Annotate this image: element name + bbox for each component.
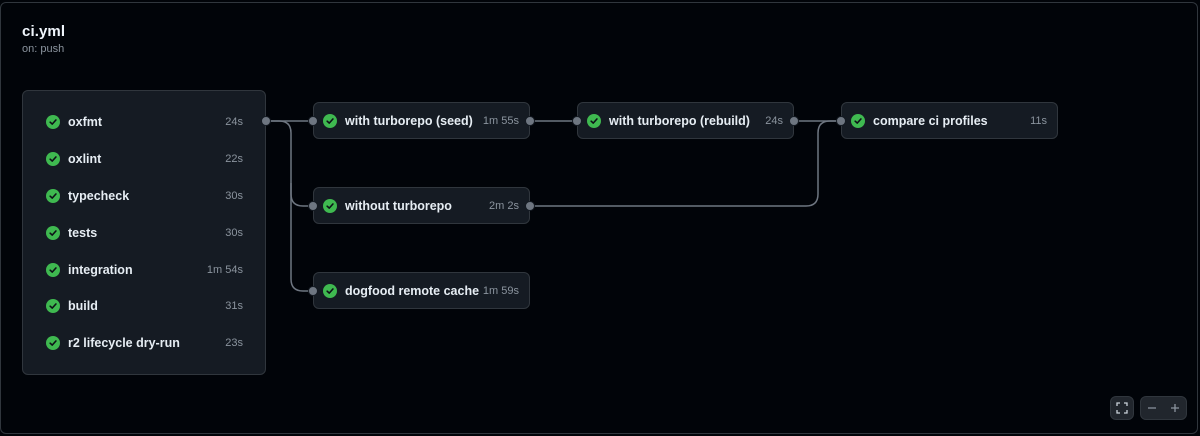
without-output-port	[525, 201, 535, 211]
job-name: tests	[68, 226, 98, 240]
job-compare-ci-profiles[interactable]: compare ci profiles 11s	[841, 102, 1058, 139]
zoom-in-button[interactable]	[1164, 397, 1187, 419]
job-r2-lifecycle-dry-run[interactable]: r2 lifecycle dry-run 23s	[23, 328, 265, 358]
rebuild-input-port	[572, 116, 582, 126]
job-duration: 22s	[225, 153, 243, 165]
group-output-port	[261, 116, 271, 126]
job-build[interactable]: build 31s	[23, 291, 265, 321]
job-duration: 30s	[225, 227, 243, 239]
check-circle-icon	[323, 113, 337, 128]
zoom-controls	[1140, 396, 1187, 420]
job-name: oxlint	[68, 152, 102, 166]
workflow-title: ci.yml	[22, 23, 66, 40]
fullscreen-button[interactable]	[1110, 396, 1134, 420]
rebuild-output-port	[789, 116, 799, 126]
job-group: oxfmt 24s oxlint 22s typecheck 30s tests…	[22, 90, 266, 375]
dogfood-input-port	[308, 286, 318, 296]
job-name: integration	[68, 263, 133, 277]
job-name: oxfmt	[68, 115, 103, 129]
check-circle-icon	[851, 113, 865, 128]
job-name: typecheck	[68, 189, 130, 203]
check-circle-icon	[46, 152, 60, 166]
job-duration: 23s	[225, 337, 243, 349]
job-oxfmt[interactable]: oxfmt 24s	[23, 107, 265, 137]
compare-input-port	[836, 116, 846, 126]
job-oxlint[interactable]: oxlint 22s	[23, 144, 265, 174]
job-name: without turborepo	[345, 198, 452, 213]
job-duration: 11s	[1030, 114, 1047, 127]
job-duration: 1m 55s	[482, 114, 519, 127]
connector-group-to-dogfood	[290, 183, 313, 292]
check-circle-icon	[323, 198, 337, 213]
check-circle-icon	[46, 299, 60, 313]
seed-output-port	[525, 116, 535, 126]
job-name: with turborepo (seed)	[345, 113, 473, 128]
check-circle-icon	[46, 336, 60, 350]
job-tests[interactable]: tests 30s	[23, 218, 265, 248]
job-duration: 24s	[765, 114, 783, 127]
job-duration: 31s	[225, 300, 243, 312]
job-name: dogfood remote cache	[345, 283, 480, 298]
check-circle-icon	[587, 113, 601, 128]
job-dogfood-remote-cache[interactable]: dogfood remote cache 1m 59s	[313, 272, 530, 309]
seed-input-port	[308, 116, 318, 126]
connector-group-to-without	[266, 120, 313, 207]
minus-icon	[1148, 407, 1157, 409]
job-duration: 1m 59s	[482, 284, 519, 297]
job-name: with turborepo (rebuild)	[609, 113, 750, 128]
job-without-turborepo[interactable]: without turborepo 2m 2s	[313, 187, 530, 224]
zoom-out-button[interactable]	[1141, 397, 1164, 419]
job-name: compare ci profiles	[873, 113, 988, 128]
job-duration: 2m 2s	[489, 199, 519, 212]
check-circle-icon	[46, 263, 60, 277]
check-circle-icon	[46, 226, 60, 240]
job-duration: 24s	[225, 116, 243, 128]
workflow-trigger: on: push	[22, 43, 65, 55]
job-typecheck[interactable]: typecheck 30s	[23, 181, 265, 211]
check-circle-icon	[323, 283, 337, 298]
job-name: build	[68, 299, 98, 313]
job-duration: 30s	[225, 190, 243, 202]
job-with-turborepo-rebuild[interactable]: with turborepo (rebuild) 24s	[577, 102, 794, 139]
job-integration[interactable]: integration 1m 54s	[23, 255, 265, 285]
job-with-turborepo-seed[interactable]: with turborepo (seed) 1m 55s	[313, 102, 530, 139]
check-circle-icon	[46, 189, 60, 203]
check-circle-icon	[46, 115, 60, 129]
job-duration: 1m 54s	[206, 264, 243, 276]
plus-icon	[1170, 404, 1179, 412]
fullscreen-icon	[1116, 402, 1128, 414]
without-input-port	[308, 201, 318, 211]
job-name: r2 lifecycle dry-run	[68, 336, 180, 350]
